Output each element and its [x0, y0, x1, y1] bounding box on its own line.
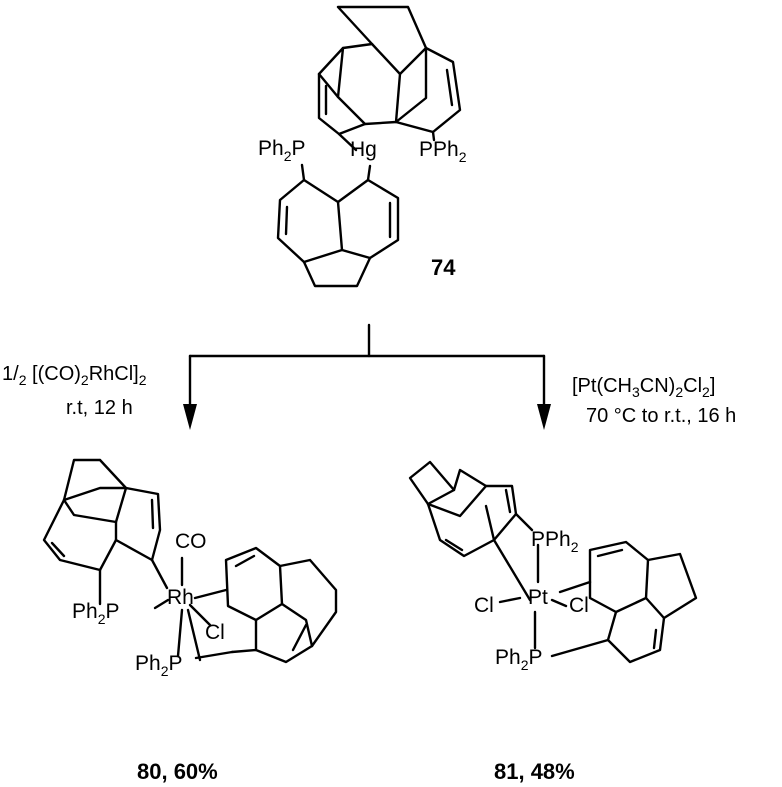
svg-text:Ph2P: Ph2P: [495, 646, 543, 673]
bond-hg-top: [337, 132, 358, 152]
label-pt: Pt: [528, 586, 548, 609]
bond-pph2-top: [431, 130, 436, 142]
label-co: CO: [175, 530, 207, 553]
label-cl-pt-right: Cl: [569, 594, 589, 617]
label-ph2p-74: Ph2P: [258, 137, 306, 164]
label-cl-pt-left: Cl: [474, 594, 494, 617]
svg-text:1/2 [(CO)2RhCl]2: 1/2 [(CO)2RhCl]2: [2, 363, 147, 388]
compound-label-74: 74: [431, 255, 456, 280]
label-hg: Hg: [350, 138, 377, 161]
svg-text:Ph2P: Ph2P: [135, 652, 183, 679]
svg-text:PPh2: PPh2: [419, 138, 467, 165]
bond-hg-bottom: [366, 164, 372, 182]
svg-text:[Pt(CH3CN)2Cl2]: [Pt(CH3CN)2Cl2]: [572, 375, 715, 400]
label-cl-rh: Cl: [205, 621, 225, 644]
svg-text:70 °C to r.t., 16 h: 70 °C to r.t., 16 h: [586, 405, 736, 427]
label-ph2p-rh-upper: Ph2P: [72, 600, 120, 627]
svg-text:Ph2P: Ph2P: [258, 137, 306, 164]
rh-complex-80: [42, 458, 338, 664]
svg-text:Ph2P: Ph2P: [72, 600, 120, 627]
acenaphthene-bottom: [276, 178, 400, 288]
conditions-right: [Pt(CH3CN)2Cl2] 70 °C to r.t., 16 h: [572, 375, 736, 427]
pt-complex-81: [408, 460, 698, 664]
label-ph2p-rh-lower: Ph2P: [135, 652, 183, 679]
label-pph2-74: PPh2: [419, 138, 467, 165]
product-label-81: 81, 48%: [494, 759, 575, 784]
label-ph2p-pt: Ph2P: [495, 646, 543, 673]
bond-pph2-bottom: [300, 163, 306, 182]
acenaphthene-top: [317, 5, 462, 136]
svg-text:PPh2: PPh2: [531, 528, 579, 555]
label-pph2-pt: PPh2: [531, 528, 579, 555]
svg-text:r.t, 12 h: r.t, 12 h: [66, 397, 133, 419]
label-rh: Rh: [167, 586, 194, 609]
branching-arrow: [183, 323, 551, 430]
conditions-left: 1/2 [(CO)2RhCl]2 r.t, 12 h: [2, 363, 147, 419]
product-label-80: 80, 60%: [137, 759, 218, 784]
